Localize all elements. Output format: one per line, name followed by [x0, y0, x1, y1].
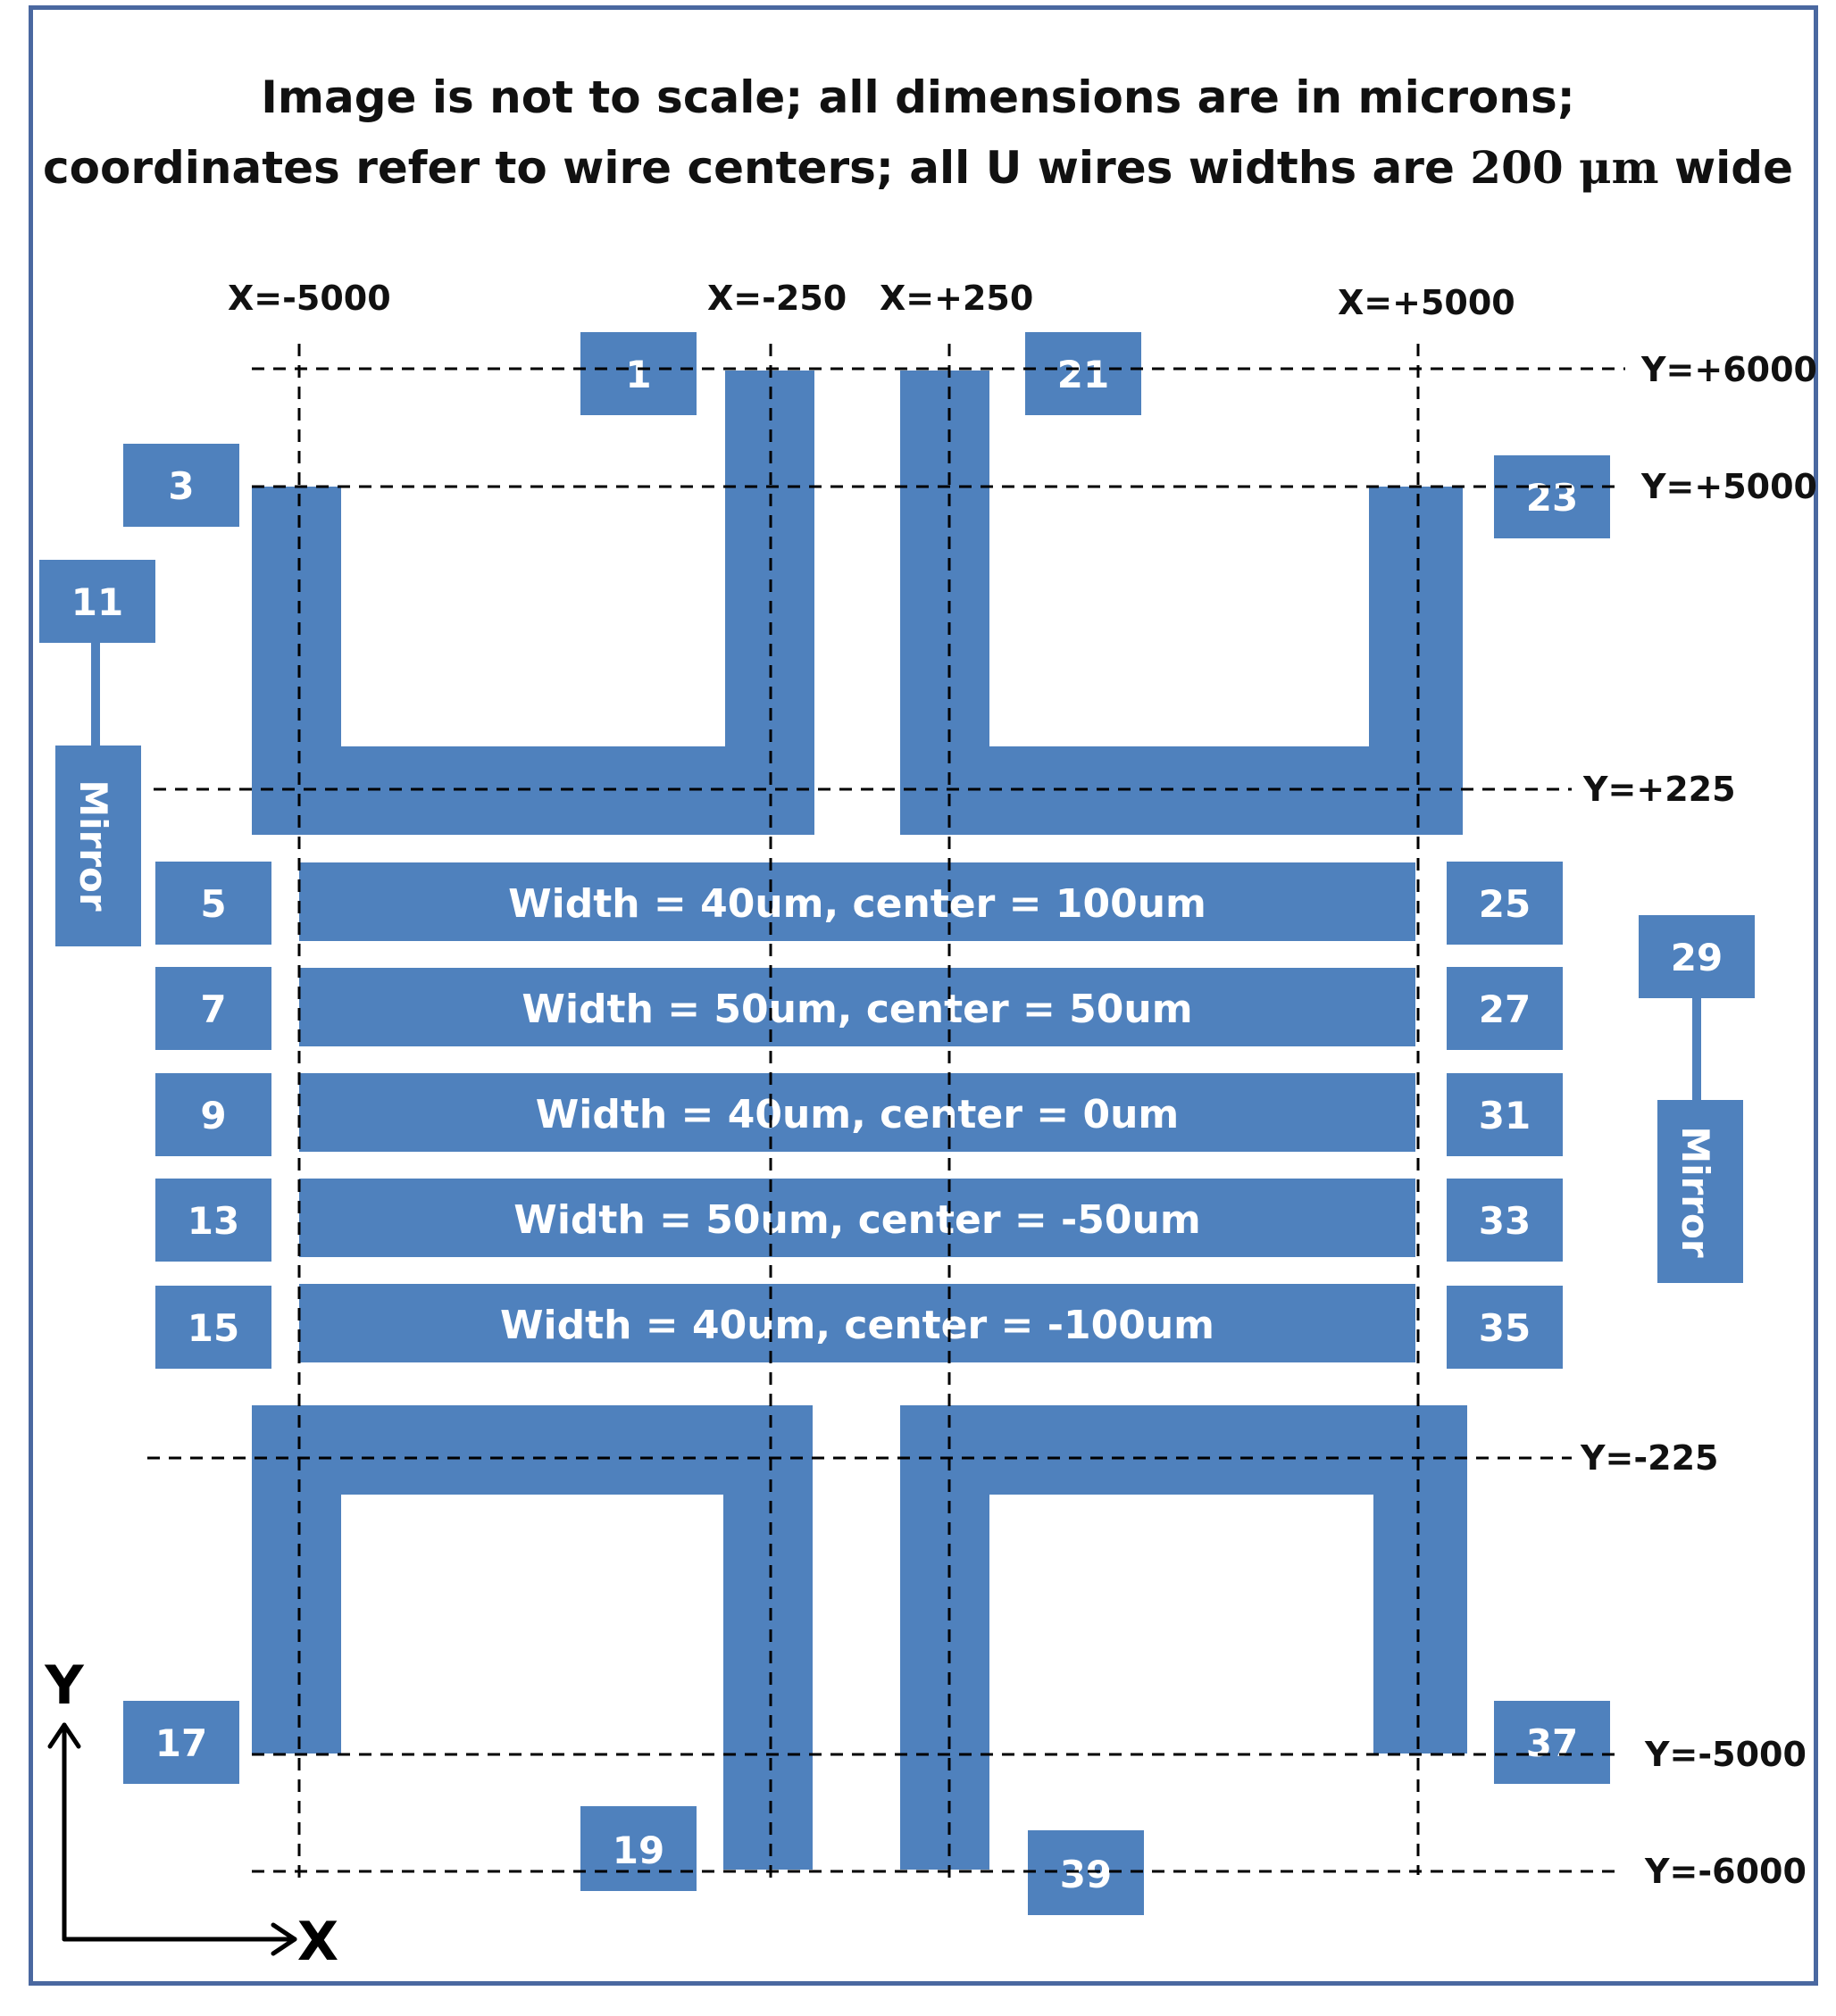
pad-29: [1639, 915, 1755, 998]
title-line-1: Image is not to scale; all dimensions ar…: [261, 71, 1575, 123]
wire-bar-5: [299, 1284, 1415, 1362]
pad-17-label: 17: [155, 1721, 207, 1765]
x-label-plus-250: X=+250: [880, 279, 1034, 318]
pad-1: [580, 332, 697, 415]
u-wire-tr-right-arm: [1369, 487, 1463, 835]
y-label-plus-6000: Y=+6000: [1641, 350, 1817, 389]
pad-23: [1494, 455, 1610, 538]
wire-bar-4: [299, 1179, 1415, 1257]
title-line-2-suffix: wide: [1658, 142, 1794, 194]
pad-5: [155, 862, 271, 945]
y-label-minus-5000: Y=-5000: [1645, 1735, 1807, 1774]
mirrors: [55, 641, 1743, 1283]
y-label-plus-225: Y=+225: [1583, 770, 1736, 809]
axis-arrows: [47, 1722, 297, 1956]
pad-9: [155, 1073, 271, 1156]
diagram-frame: [29, 5, 1818, 1986]
mirror-right-label: Mirror: [1673, 1126, 1717, 1257]
u-wire-br-left-arm: [900, 1405, 989, 1870]
x-label-minus-5000: X=-5000: [228, 279, 391, 318]
mirror-right-block: [1657, 1100, 1743, 1283]
pad-29-label: 29: [1671, 936, 1723, 979]
pad-27: [1447, 967, 1563, 1050]
pad-11-label: 11: [71, 580, 123, 624]
u-wires: [252, 371, 1467, 1870]
wire-bar-3: [299, 1073, 1415, 1152]
pad-31: [1447, 1073, 1563, 1156]
pad-3-label: 3: [168, 464, 194, 508]
x-label-minus-250: X=-250: [707, 279, 847, 318]
pad-25-label: 25: [1479, 882, 1531, 926]
wire-bar-4-label: Width = 50um, center = -50um: [513, 1197, 1200, 1243]
pad-35: [1447, 1286, 1563, 1369]
pad-5-label: 5: [200, 882, 226, 926]
horizontal-wires: Width = 40um, center = 100um Width = 50u…: [299, 862, 1415, 1362]
pad-17: [123, 1701, 239, 1784]
x-axis-label: X: [297, 1911, 338, 1973]
pad-31-label: 31: [1479, 1094, 1531, 1137]
pad-3: [123, 444, 239, 527]
pad-11: [39, 560, 155, 643]
mirror-left-block: [55, 746, 141, 946]
pad-21: [1025, 332, 1141, 415]
pad-33-label: 33: [1479, 1199, 1531, 1243]
y-label-minus-225: Y=-225: [1581, 1438, 1719, 1478]
pad-7: [155, 967, 271, 1050]
pad-39-label: 39: [1060, 1853, 1112, 1896]
y-axis-arrowhead: [47, 1722, 81, 1749]
wire-bar-1-label: Width = 40um, center = 100um: [508, 881, 1206, 927]
x-label-plus-5000: X=+5000: [1338, 283, 1515, 322]
reference-lines: [147, 344, 1625, 1884]
wire-bar-2: [299, 968, 1415, 1046]
wire-bar-3-label: Width = 40um, center = 0um: [536, 1092, 1180, 1137]
wire-bar-2-label: Width = 50um, center = 50um: [522, 987, 1192, 1032]
u-wire-br-right-arm: [1373, 1405, 1467, 1754]
pad-15: [155, 1286, 271, 1369]
pad-7-label: 7: [200, 987, 226, 1031]
pad-35-label: 35: [1479, 1306, 1531, 1350]
wire-bar-5-label: Width = 40um, center = -100um: [500, 1303, 1214, 1348]
x-axis-arrowhead: [271, 1922, 297, 1956]
pad-1-label: 1: [625, 353, 651, 396]
pad-27-label: 27: [1479, 987, 1531, 1031]
title-line-2-prefix: coordinates refer to wire centers; all U…: [42, 142, 1471, 194]
pad-33: [1447, 1179, 1563, 1262]
u-wire-br-top: [900, 1405, 1467, 1495]
y-label-minus-6000: Y=-6000: [1645, 1852, 1807, 1891]
u-wire-bl-top: [252, 1405, 813, 1495]
y-axis-label: Y: [44, 1654, 85, 1717]
wire-bar-1: [299, 862, 1415, 941]
pad-9-label: 9: [200, 1094, 226, 1137]
title-line-2-value: 200 μm: [1470, 141, 1659, 194]
mirror-left-label: Mirror: [71, 779, 115, 911]
pad-23-label: 23: [1526, 476, 1578, 520]
mirror-right-stem: [1692, 996, 1701, 1103]
pad-37: [1494, 1701, 1610, 1784]
u-wire-bl-left-arm: [252, 1405, 341, 1754]
pad-19-label: 19: [613, 1829, 664, 1872]
mirror-left-stem: [91, 641, 100, 748]
pad-13: [155, 1179, 271, 1262]
pad-19: [580, 1806, 697, 1891]
pad-21-label: 21: [1057, 353, 1109, 396]
pad-13-label: 13: [188, 1199, 239, 1243]
title-line-2: coordinates refer to wire centers; all U…: [0, 141, 1836, 194]
pad-37-label: 37: [1526, 1721, 1578, 1765]
pad-25: [1447, 862, 1563, 945]
pad-15-label: 15: [188, 1306, 239, 1350]
u-wire-bl-right-arm: [723, 1405, 813, 1870]
pads: 1 21 3 23 11 5 7 9 13 15 25 27 31 33 35 …: [39, 332, 1755, 1915]
y-label-plus-5000: Y=+5000: [1641, 467, 1817, 506]
